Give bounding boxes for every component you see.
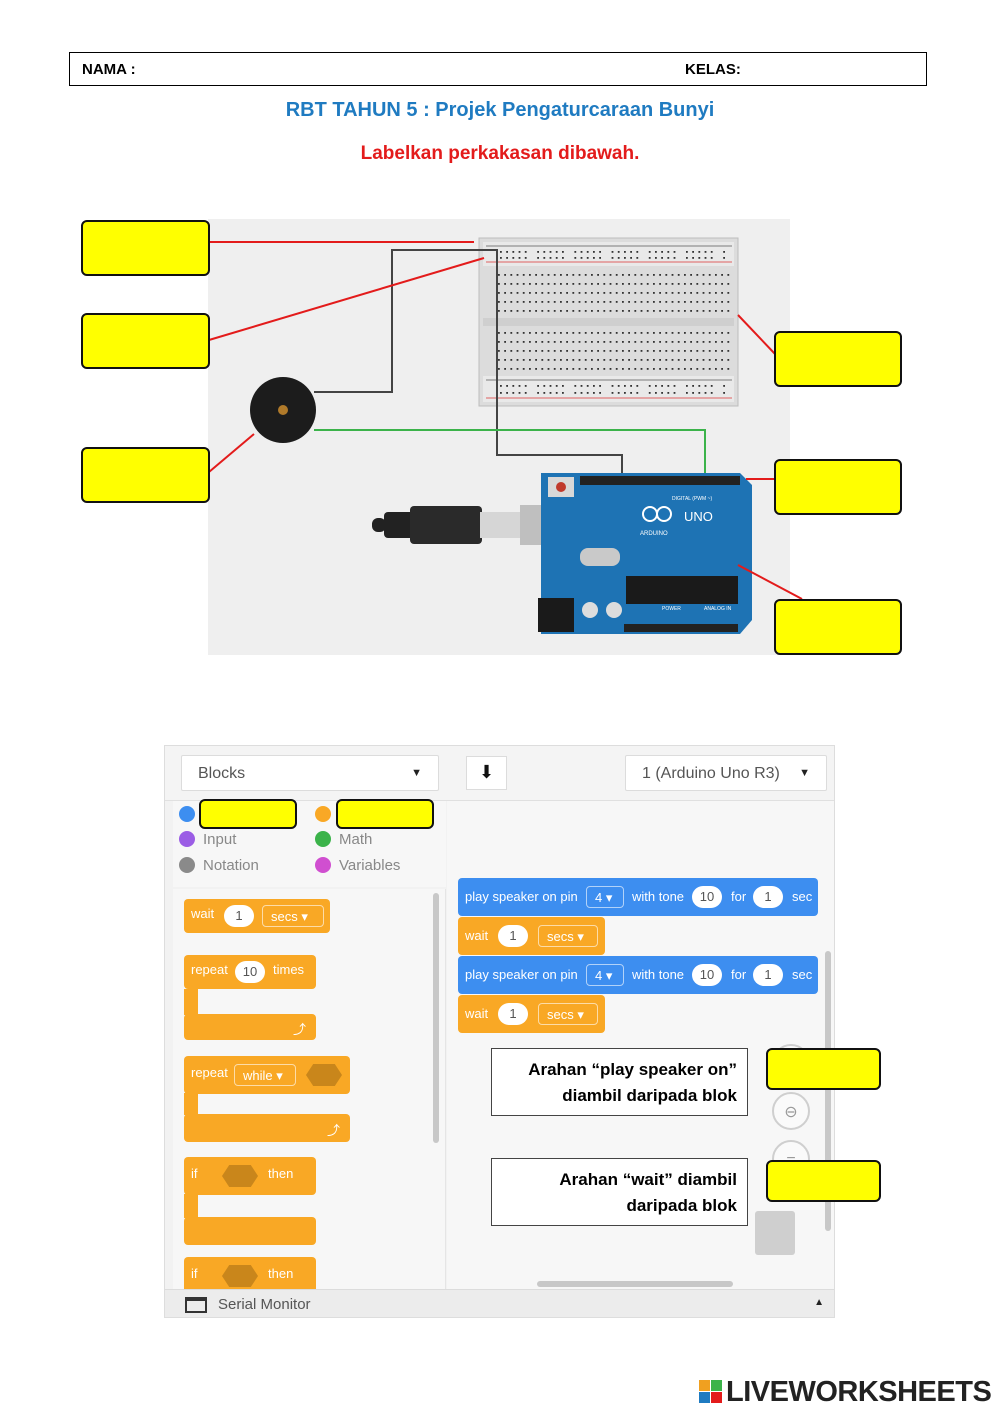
mode-select-value: Blocks [198, 765, 246, 782]
palette-wait-block[interactable]: wait 1 secs ▾ [184, 899, 330, 933]
category-notation[interactable]: Notation [179, 857, 259, 874]
minus-icon: − [786, 1150, 796, 1167]
serial-monitor-label: Serial Monitor [218, 1296, 311, 1313]
workspace-scrollbar[interactable] [825, 951, 831, 1231]
answer-box-1[interactable] [81, 220, 210, 276]
answer-box-2[interactable] [81, 313, 210, 369]
arrow-up-icon[interactable]: ▲ [814, 1297, 824, 1308]
flyout-scrollbar[interactable] [433, 893, 439, 1143]
wait-block-2[interactable]: wait 1 secs ▾ [458, 995, 605, 1033]
editor-toolbar: Blocks ▼ ⬇ 1 (Arduino Uno R3) ▼ [165, 746, 834, 801]
mode-select[interactable]: Blocks ▼ [181, 755, 439, 791]
category-math[interactable]: Math [315, 831, 372, 848]
block-flyout: wait 1 secs ▾ repeat 10 times ⤴ repeat w… [173, 889, 446, 1289]
serial-monitor-bar[interactable]: Serial Monitor ▲ [165, 1289, 834, 1317]
answer-box-category-1[interactable] [199, 799, 297, 829]
play-speaker-block-1[interactable]: play speaker on pin 4 ▾ with tone 10 for… [458, 878, 818, 916]
answer-box-3[interactable] [81, 447, 210, 503]
answer-box-6[interactable] [774, 599, 902, 655]
answer-box-category-2[interactable] [336, 799, 434, 829]
board-digital-label: DIGITAL (PWM ~) [672, 496, 712, 502]
answer-box-5[interactable] [774, 459, 902, 515]
arduino-uno-board: UNO ARDUINO DIGITAL (PWM ~) POWER ANALOG… [538, 473, 752, 634]
zoom-out-button[interactable]: ⊖ [772, 1092, 810, 1130]
device-select-value: 1 (Arduino Uno R3) [642, 765, 780, 782]
category-variables[interactable]: Variables [315, 857, 400, 874]
category-control[interactable] [315, 806, 339, 823]
class-label: KELAS: [685, 61, 741, 78]
category-input[interactable]: Input [179, 831, 236, 848]
serial-monitor-icon [185, 1297, 207, 1313]
answer-box-play-block[interactable] [766, 1048, 881, 1090]
code-editor: Blocks ▼ ⬇ 1 (Arduino Uno R3) ▼ Input Ma… [164, 745, 835, 1318]
category-output[interactable] [179, 806, 203, 823]
trash-can[interactable] [755, 1211, 795, 1255]
board-brand-text: ARDUINO [640, 531, 668, 537]
board-analog-label: ANALOG IN [704, 606, 732, 612]
board-power-label: POWER [662, 606, 681, 612]
download-button[interactable]: ⬇ [466, 756, 507, 790]
name-label: NAMA : [82, 61, 136, 78]
liveworksheets-logo: LIVEWORKSHEETS [698, 1376, 998, 1410]
palette-repeat-while-block[interactable]: repeat while ▾ [184, 1056, 350, 1094]
logo-text: LIVEWORKSHEETS [726, 1376, 992, 1408]
download-icon: ⬇ [478, 762, 495, 782]
caret-down-icon: ▼ [411, 767, 422, 779]
student-info-box: NAMA : KELAS: [69, 52, 927, 86]
palette-if-then-block-2[interactable]: if then [184, 1257, 316, 1289]
instruction-text: Labelkan perkakasan dibawah. [360, 143, 640, 164]
block-categories: Input Math Notation Variables [173, 801, 446, 887]
note-play-speaker: Arahan “play speaker on” diambil daripad… [491, 1048, 748, 1116]
palette-repeat-times-block[interactable]: repeat 10 times [184, 955, 316, 989]
answer-box-wait-block[interactable] [766, 1160, 881, 1202]
breadboard [478, 237, 739, 407]
note-wait: Arahan “wait” diambil daripada blok [491, 1158, 748, 1226]
logo-icon [699, 1380, 722, 1403]
wait-block-1[interactable]: wait 1 secs ▾ [458, 917, 605, 955]
board-model-text: UNO [684, 509, 713, 524]
caret-down-icon: ▼ [799, 767, 810, 779]
answer-box-4[interactable] [774, 331, 902, 387]
palette-if-then-block[interactable]: if then [184, 1157, 316, 1195]
play-speaker-block-2[interactable]: play speaker on pin 4 ▾ with tone 10 for… [458, 956, 818, 994]
piezo-buzzer [250, 377, 316, 443]
device-select[interactable]: 1 (Arduino Uno R3) ▼ [625, 755, 827, 791]
worksheet-title: RBT TAHUN 5 : Projek Pengaturcaraan Buny… [285, 99, 715, 121]
workspace-hscrollbar[interactable] [537, 1281, 733, 1287]
label-leader-lines [208, 241, 803, 600]
zoom-out-icon: ⊖ [784, 1104, 798, 1121]
